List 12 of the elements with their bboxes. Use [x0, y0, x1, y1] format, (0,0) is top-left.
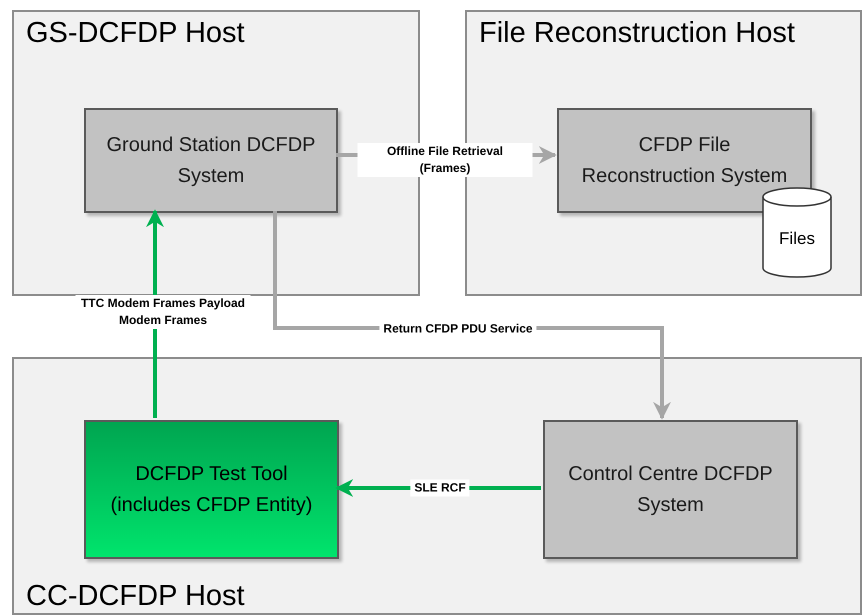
host-title: File Reconstruction Host [479, 16, 795, 50]
system-box: Ground Station DCFDP System [84, 108, 338, 213]
system-box: Control Centre DCFDP System [543, 420, 798, 559]
host-title: CC-DCFDP Host [26, 579, 245, 613]
edge-label: Offline File Retrieval (Frames) [358, 143, 532, 177]
edge-label: TTC Modem Frames Payload Modem Frames [76, 295, 250, 329]
system-box: DCFDP Test Tool (includes CFDP Entity) [84, 420, 339, 559]
host-panel [12, 357, 862, 615]
host-title: GS-DCFDP Host [26, 16, 245, 50]
edge-label: SLE RCF [410, 480, 470, 496]
system-box: CFDP File Reconstruction System [557, 108, 812, 213]
database-cylinder: Files [762, 187, 832, 278]
